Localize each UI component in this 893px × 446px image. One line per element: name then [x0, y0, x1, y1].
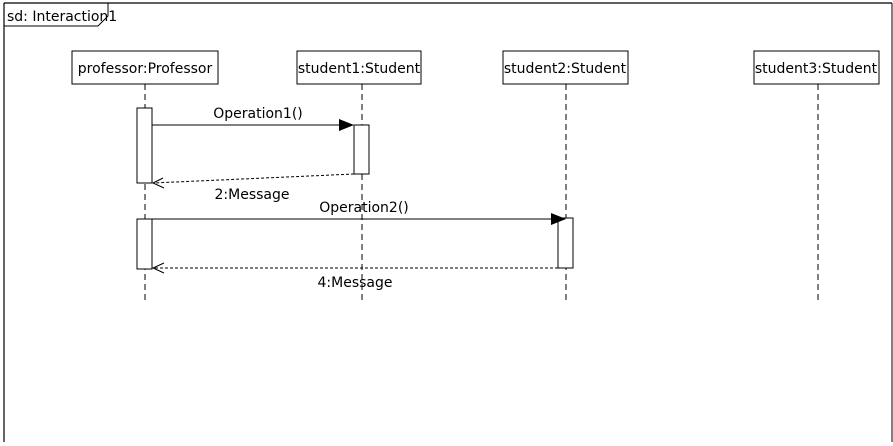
message-reply-2[interactable]: 2:Message [151, 173, 355, 203]
filled-arrowhead-icon [551, 213, 566, 225]
lifeline-student3[interactable]: student3:Student [753, 50, 880, 300]
lifeline-professor-label: professor:Professor [78, 61, 213, 77]
activation-professor-2[interactable] [136, 218, 153, 270]
message-reply-2-label: 2:Message [215, 187, 290, 203]
message-operation1-label: Operation1() [213, 106, 303, 122]
open-arrowhead-icon [151, 177, 165, 189]
lifeline-professor[interactable]: professor:Professor [71, 50, 219, 300]
message-operation2[interactable]: Operation2() [152, 200, 566, 225]
lifeline-student3-label: student3:Student [755, 61, 878, 77]
message-reply-4[interactable]: 4:Message [151, 262, 558, 291]
frame-label: sd: Interaction1 [7, 9, 117, 25]
activation-student2[interactable] [557, 217, 574, 269]
lifeline-student2-label: student2:Student [504, 61, 627, 77]
message-reply-4-label: 4:Message [318, 275, 393, 291]
message-operation1[interactable]: Operation1() [152, 106, 354, 131]
lifeline-student1-label: student1:Student [298, 61, 421, 77]
filled-arrowhead-icon [339, 119, 354, 131]
message-operation2-label: Operation2() [319, 200, 409, 216]
activation-professor-1[interactable] [136, 107, 153, 184]
lifeline-student2[interactable]: student2:Student [502, 50, 629, 300]
open-arrowhead-icon [151, 262, 165, 274]
lifeline-student1[interactable]: student1:Student [296, 50, 422, 300]
interaction-frame: sd: Interaction1 [3, 2, 893, 442]
activation-student1[interactable] [353, 124, 370, 175]
